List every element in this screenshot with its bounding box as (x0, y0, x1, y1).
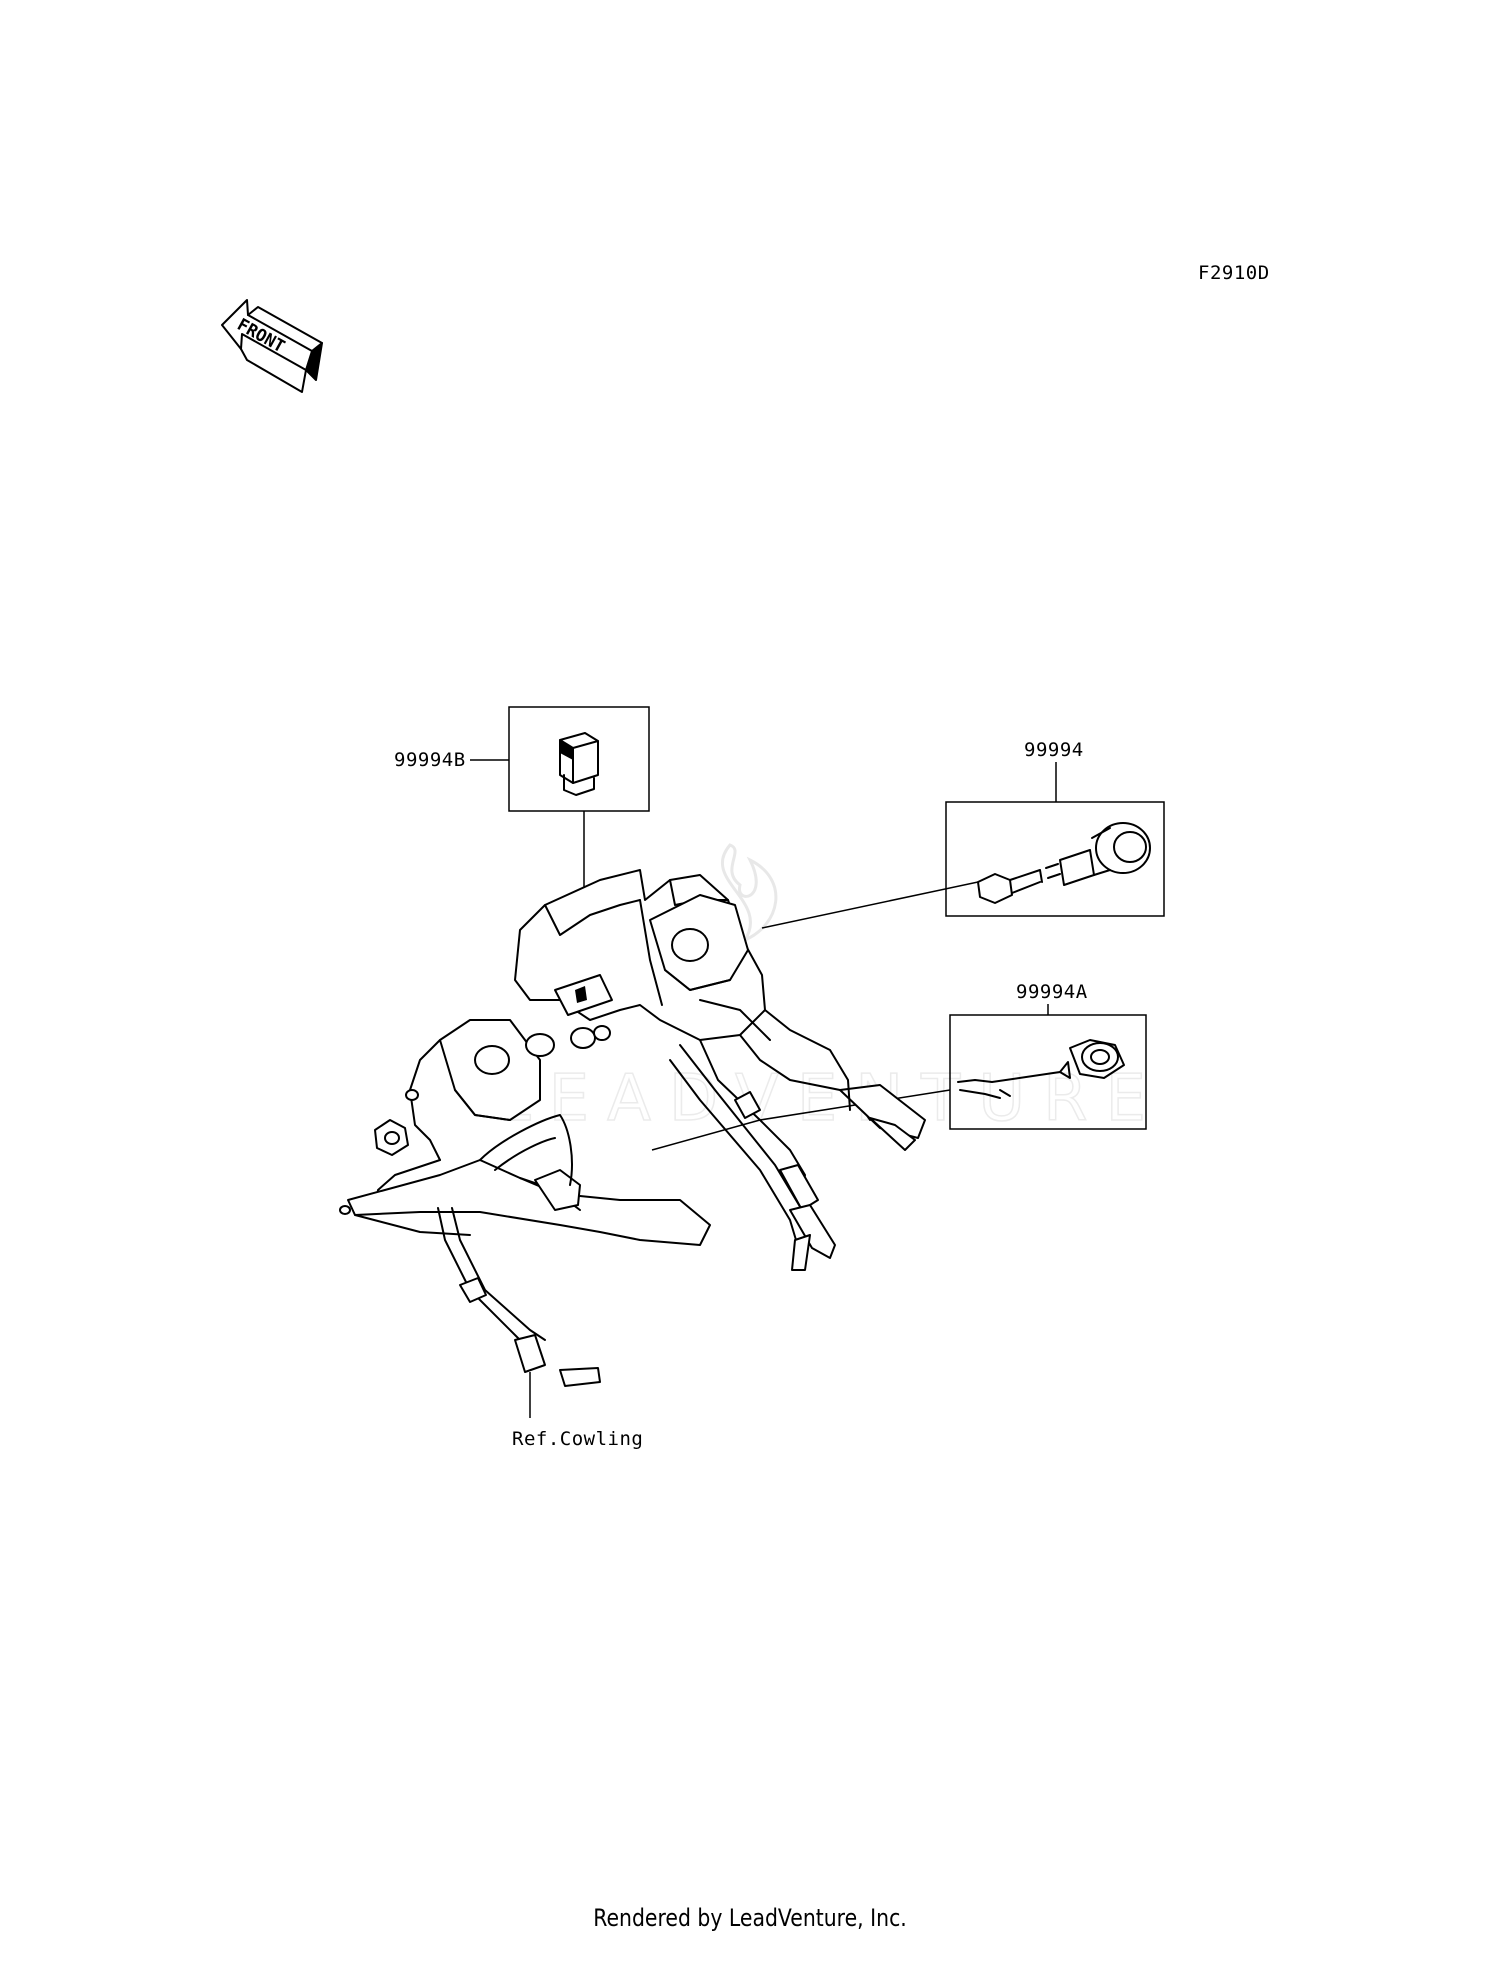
callout-box-99994b (508, 706, 650, 812)
cowling-stay-bracket (339, 869, 926, 1418)
callout-box-99994a (949, 1014, 1147, 1130)
reference-label-cowling: Ref.Cowling (512, 1428, 644, 1450)
callout-box-99994 (945, 801, 1165, 917)
socket-part-99994a (957, 1039, 1125, 1099)
front-arrow-icon: FRONT (221, 299, 323, 393)
connector-part-99994b (559, 732, 599, 796)
usb-socket-part-99994 (977, 822, 1151, 904)
callout-label-99994[interactable]: 99994 (1024, 739, 1084, 761)
callout-label-99994a[interactable]: 99994A (1016, 981, 1088, 1003)
footer-credit: Rendered by LeadVenture, Inc. (593, 1904, 907, 1932)
watermark-logo: LEADVENTURE (494, 843, 1164, 1137)
callout-label-99994b[interactable]: 99994B (394, 749, 466, 771)
figure-code: F2910D (1198, 262, 1270, 284)
svg-text:LEADVENTURE: LEADVENTURE (495, 1062, 1164, 1136)
